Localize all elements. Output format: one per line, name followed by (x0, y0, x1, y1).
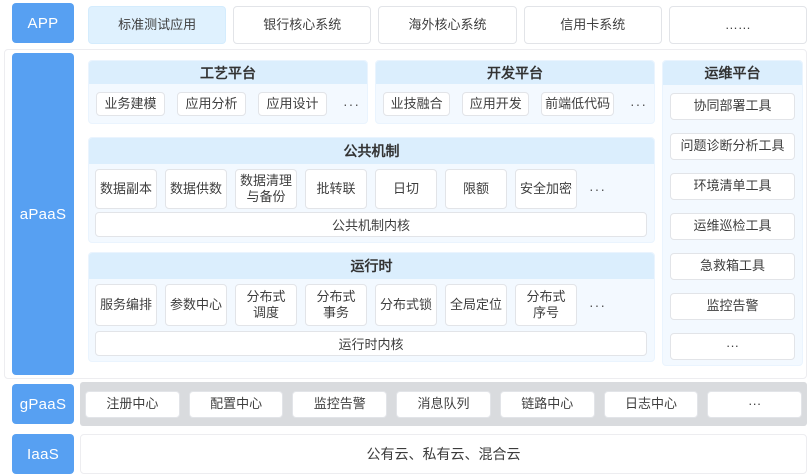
common-items-row: 数据副本 数据供数 数据清理 与备份 批转联 日切 限额 安全加密 ··· (95, 169, 648, 209)
app-layer-label: APP (12, 3, 74, 43)
gpaas-item: 配置中心 (188, 390, 284, 418)
common-item: 批转联 (305, 169, 367, 209)
app-item-overseas-core: 海外核心系统 (378, 6, 517, 44)
gpaas-item: 链路中心 (499, 390, 595, 418)
panel-process-platform: 工艺平台 业务建模 应用分析 应用设计 ··· (88, 60, 368, 124)
dev-item: 应用开发 (462, 92, 530, 116)
ops-item: 运维巡检工具 (670, 213, 795, 240)
gpaas-item: 消息队列 (396, 390, 491, 418)
runtime-item: 服务编排 (95, 284, 157, 326)
ops-item: 环境清单工具 (670, 173, 795, 200)
ops-item: 监控告警 (670, 293, 795, 320)
common-more-dots: ··· (589, 181, 606, 197)
runtime-item: 分布式 调度 (235, 284, 297, 326)
common-item: 安全加密 (515, 169, 577, 209)
panel-runtime-title: 运行时 (89, 253, 654, 279)
runtime-item: 参数中心 (165, 284, 227, 326)
dev-more-dots: ··· (630, 96, 647, 112)
ops-item: 急救箱工具 (670, 253, 795, 280)
apaas-layer-label: aPaaS (12, 53, 74, 375)
process-more-dots: ··· (343, 96, 360, 112)
ops-items-list: 协同部署工具 问题诊断分析工具 环境清单工具 运维巡检工具 急救箱工具 监控告警… (663, 85, 802, 365)
ops-item-more: ··· (670, 333, 795, 360)
runtime-more-dots: ··· (589, 297, 606, 313)
process-item: 应用分析 (177, 92, 246, 116)
iaas-cloud-row: 公有云、私有云、混合云 (80, 434, 807, 474)
process-item: 应用设计 (258, 92, 327, 116)
panel-runtime: 运行时 服务编排 参数中心 分布式 调度 分布式 事务 分布式锁 全局定位 分布… (88, 252, 655, 362)
runtime-item: 分布式锁 (375, 284, 437, 326)
dev-items-row: 业技融合 应用开发 前端低代码 ··· (383, 92, 647, 116)
gpaas-layer-label: gPaaS (12, 384, 74, 424)
runtime-item: 全局定位 (445, 284, 507, 326)
ops-item: 协同部署工具 (670, 93, 795, 120)
gpaas-item: 监控告警 (292, 390, 388, 418)
process-items-row: 业务建模 应用分析 应用设计 ··· (96, 92, 360, 116)
panel-ops-platform: 运维平台 协同部署工具 问题诊断分析工具 环境清单工具 运维巡检工具 急救箱工具… (662, 60, 803, 366)
app-item-bank-core: 银行核心系统 (233, 6, 372, 44)
common-item: 日切 (375, 169, 437, 209)
app-item-standard-test: 标准测试应用 (88, 6, 227, 44)
common-kernel-bar: 公共机制内核 (95, 212, 647, 237)
app-item-credit-card: 信用卡系统 (523, 6, 662, 44)
panel-dev-platform: 开发平台 业技融合 应用开发 前端低代码 ··· (375, 60, 655, 124)
app-item-more: …… (668, 6, 808, 44)
panel-common-title: 公共机制 (89, 138, 654, 164)
app-items-row: 标准测试应用 银行核心系统 海外核心系统 信用卡系统 …… (88, 6, 808, 44)
runtime-items-row: 服务编排 参数中心 分布式 调度 分布式 事务 分布式锁 全局定位 分布式 序号… (95, 284, 648, 326)
panel-common-mechanism: 公共机制 数据副本 数据供数 数据清理 与备份 批转联 日切 限额 安全加密 ·… (88, 137, 655, 243)
common-item: 限额 (445, 169, 507, 209)
process-item: 业务建模 (96, 92, 165, 116)
common-item: 数据供数 (165, 169, 227, 209)
ops-item: 问题诊断分析工具 (670, 133, 795, 160)
dev-item: 业技融合 (383, 92, 451, 116)
gpaas-item-more: ··· (707, 390, 803, 418)
panel-dev-title: 开发平台 (376, 61, 654, 84)
runtime-kernel-bar: 运行时内核 (95, 331, 647, 356)
runtime-item: 分布式 事务 (305, 284, 367, 326)
panel-ops-title: 运维平台 (663, 61, 802, 85)
panel-process-title: 工艺平台 (89, 61, 367, 84)
dev-item: 前端低代码 (541, 92, 614, 116)
runtime-item: 分布式 序号 (515, 284, 577, 326)
gpaas-items-band: 注册中心 配置中心 监控告警 消息队列 链路中心 日志中心 ··· (80, 382, 807, 426)
gpaas-item: 日志中心 (603, 390, 699, 418)
iaas-layer-label: IaaS (12, 434, 74, 474)
common-item: 数据清理 与备份 (235, 169, 297, 209)
common-item: 数据副本 (95, 169, 157, 209)
gpaas-item: 注册中心 (85, 390, 180, 418)
